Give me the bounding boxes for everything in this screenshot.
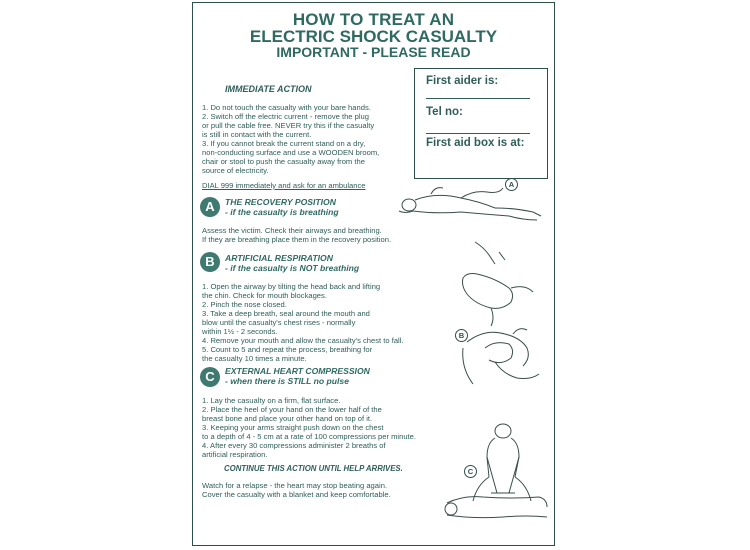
first-aider-line <box>426 98 530 99</box>
title-line-3: IMPORTANT - PLEASE READ <box>276 44 471 60</box>
artificial-respiration-illustration <box>462 241 540 385</box>
first-aid-info-box: First aider is: Tel no: First aid box is… <box>414 68 548 179</box>
section-c-title: EXTERNAL HEART COMPRESSION <box>225 366 370 376</box>
first-aid-box-label: First aid box is at: <box>426 137 525 149</box>
illustration-c-marker: C <box>464 465 477 478</box>
section-a-title: THE RECOVERY POSITION <box>225 197 336 207</box>
illustration-a-marker: A <box>505 178 518 191</box>
watch-relapse-note: Watch for a relapse - the heart may stop… <box>202 481 391 499</box>
section-a-subtitle: - if the casualty is breathing <box>225 207 339 217</box>
title-line-2: ELECTRIC SHOCK CASUALTY <box>249 27 498 46</box>
section-b-title: ARTIFICIAL RESPIRATION <box>225 253 333 263</box>
section-c-subtitle: - when there is STILL no pulse <box>225 376 349 386</box>
immediate-action-steps: 1. Do not touch the casualty with your b… <box>202 103 380 175</box>
tel-line <box>426 133 530 134</box>
section-a-badge: A <box>200 197 220 217</box>
safety-sign: HOW TO TREAT AN ELECTRIC SHOCK CASUALTY … <box>192 2 555 546</box>
section-c-badge: C <box>200 367 220 387</box>
title-line-1: HOW TO TREAT AN <box>292 10 455 29</box>
dial-999-instruction: DIAL 999 immediately and ask for an ambu… <box>202 181 366 190</box>
recovery-position-illustration <box>398 187 542 221</box>
section-b-subtitle: - if the casualty is NOT breathing <box>225 263 360 273</box>
heart-compression-illustration <box>444 423 548 519</box>
illustration-b-marker: B <box>455 329 468 342</box>
immediate-action-heading: IMMEDIATE ACTION <box>225 84 312 94</box>
tel-label: Tel no: <box>426 106 463 118</box>
section-b-text: 1. Open the airway by tilting the head b… <box>202 282 404 363</box>
section-a-text: Assess the victim. Check their airways a… <box>202 226 392 244</box>
first-aider-label: First aider is: <box>426 75 499 87</box>
section-c-text: 1. Lay the casualty on a firm, flat surf… <box>202 396 417 459</box>
continue-action-note: CONTINUE THIS ACTION UNTIL HELP ARRIVES. <box>224 464 403 473</box>
section-b-badge: B <box>200 252 220 272</box>
